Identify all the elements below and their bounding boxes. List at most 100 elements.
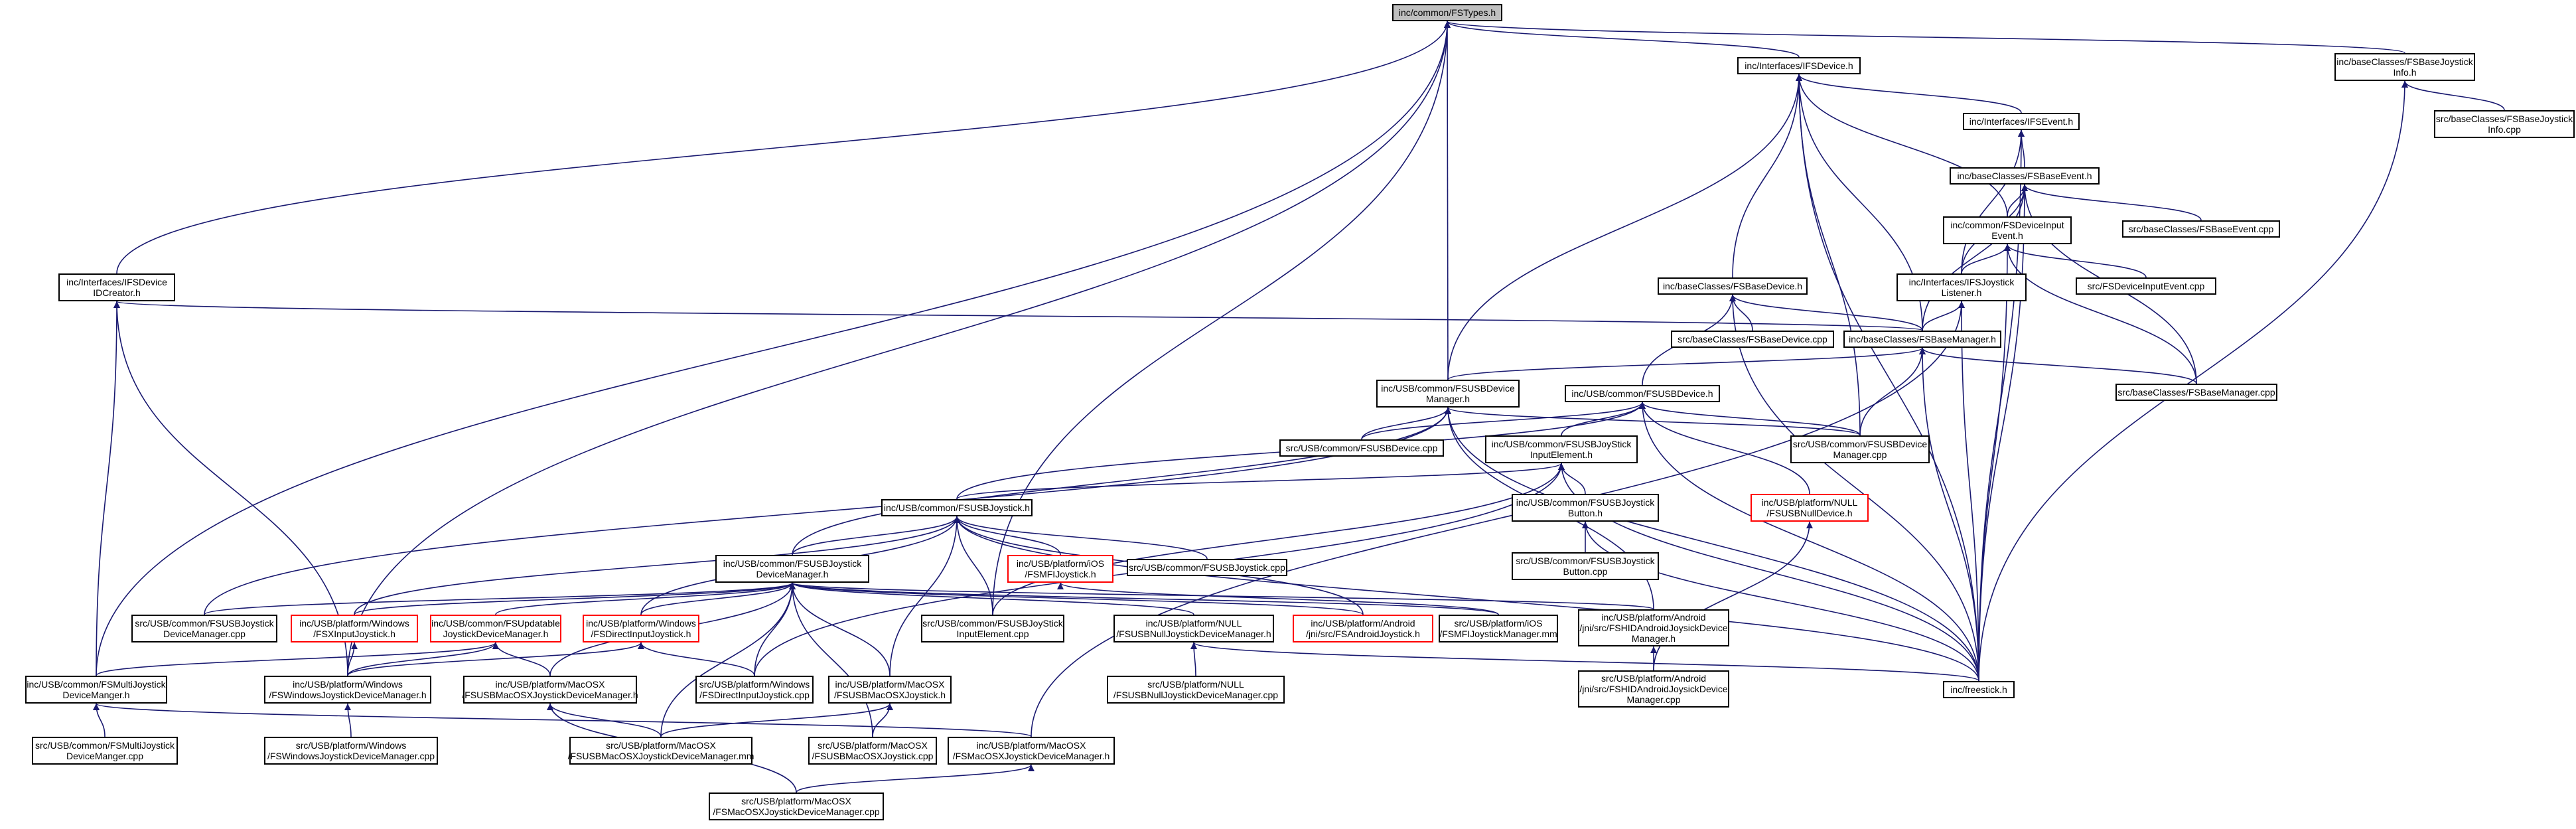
node-label: inc/USB/platform/Windows /FSWindowsJoyst… bbox=[269, 679, 427, 700]
edge-usbjsie_h-to-usbdev_h bbox=[1561, 402, 1646, 436]
node-fsbasejoystickinfo-h[interactable]: inc/baseClasses/FSBaseJoystick Info.h bbox=[2334, 53, 2475, 81]
node-label: inc/freestick.h bbox=[1950, 684, 2007, 695]
edge-mjdm_h-to-ifsdc bbox=[96, 301, 120, 676]
edge-ifsevent-to-ifsdevice bbox=[1796, 74, 2022, 113]
edge-usbjb_h-to-usbjsie_h bbox=[1558, 463, 1586, 494]
edge-winjdm_h-to-windi_h bbox=[347, 642, 644, 676]
edge-androidhid_cpp-to-nulldev_h bbox=[1653, 521, 1813, 671]
edge-bjinfo_cpp-to-bjinfo_h bbox=[2401, 80, 2505, 111]
node-label: inc/USB/common/FSUSBJoystick Button.h bbox=[1516, 497, 1655, 518]
node-fsusbjoystickdevicemanager-cpp[interactable]: src/USB/common/FSUSBJoystick DeviceManag… bbox=[131, 615, 277, 642]
node-fsxinputjoystick-h[interactable]: inc/USB/platform/Windows /FSXInputJoysti… bbox=[291, 615, 418, 642]
node-label: inc/USB/platform/MacOSX /FSMacOSXJoystic… bbox=[952, 740, 1110, 761]
node-fsusbjoystickinputelement-h[interactable]: inc/USB/common/FSUSBJoyStick InputElemen… bbox=[1485, 435, 1638, 463]
node-label: inc/USB/common/FSUSBDevice.h bbox=[1571, 388, 1713, 399]
node-fsupdatablejoystickdevicemanager-h[interactable]: inc/USB/common/FSUpdatable JoystickDevic… bbox=[430, 615, 561, 642]
node-ifsjoysticklistener-h[interactable]: inc/Interfaces/IFSJoystick Listener.h bbox=[1896, 273, 2027, 301]
node-fsbasemanager-cpp[interactable]: src/baseClasses/FSBaseManager.cpp bbox=[2115, 384, 2277, 401]
node-label: inc/Interfaces/IFSEvent.h bbox=[1969, 116, 2074, 127]
edge-iosmgr_mm-to-usbjdm_h bbox=[789, 582, 1499, 615]
node-fsbasemanager-h[interactable]: inc/baseClasses/FSBaseManager.h bbox=[1843, 331, 2001, 348]
edge-usbjsie_cpp-to-usbjsie_h bbox=[992, 463, 1565, 615]
node-label: inc/USB/common/FSUSBDevice Manager.h bbox=[1381, 383, 1515, 404]
node-ifsdeviceidcreator-h[interactable]: inc/Interfaces/IFSDevice IDCreator.h bbox=[58, 273, 175, 301]
edge-macjs_h-to-usbjdm_h bbox=[789, 582, 891, 676]
node-label: src/USB/platform/iOS /FSMFIJoystickManag… bbox=[1439, 618, 1557, 639]
edge-macjs_h-to-usbjs_h bbox=[889, 516, 960, 676]
edge-bmanager_h-to-bdevice_h bbox=[1729, 294, 1923, 331]
node-fswindowsjoystickdevicemanager-cpp[interactable]: src/USB/platform/Windows /FSWindowsJoyst… bbox=[264, 737, 438, 765]
node-fsdeviceinputevent-cpp[interactable]: src/FSDeviceInputEvent.cpp bbox=[2076, 277, 2216, 295]
node-label: inc/baseClasses/FSBaseManager.h bbox=[1849, 334, 1996, 344]
node-fsusbjoystickbutton-h[interactable]: inc/USB/common/FSUSBJoystick Button.h bbox=[1512, 494, 1659, 522]
node-label: inc/baseClasses/FSBaseJoystick Info.h bbox=[2336, 56, 2473, 78]
node-fsusbdevicemanager-h[interactable]: inc/USB/common/FSUSBDevice Manager.h bbox=[1376, 380, 1520, 408]
node-label: src/USB/common/FSUSBJoystick Button.cpp bbox=[1516, 556, 1655, 577]
edge-freestick-to-bmanager_h bbox=[1919, 347, 1979, 682]
node-label: inc/USB/platform/iOS /FSMFIJoystick.h bbox=[1016, 558, 1105, 579]
node-fsmultijoystickdevicemanger-h[interactable]: inc/USB/common/FSMultiJoystick DeviceMan… bbox=[25, 676, 167, 704]
edge-usbdev_cpp-to-usbdev_h bbox=[1361, 402, 1646, 440]
edge-usbjdm_cpp-to-usbdm_h bbox=[204, 407, 1451, 615]
node-fsusbnulljoystickdevicemanager-cpp[interactable]: src/USB/platform/NULL /FSUSBNullJoystick… bbox=[1107, 676, 1285, 704]
edge-devinput_h-to-ifsdevice bbox=[1796, 74, 2008, 217]
node-fsdeviceinputevent-h[interactable]: inc/common/FSDeviceInput Event.h bbox=[1943, 216, 2072, 244]
edge-macosxjdm_h-to-mjdm_h bbox=[93, 703, 1032, 737]
node-fsusbnulldevice-h[interactable]: inc/USB/platform/NULL /FSUSBNullDevice.h bbox=[1751, 494, 1869, 522]
node-fsusbnulljoystickdevicemanager-h[interactable]: inc/USB/platform/NULL /FSUSBNullJoystick… bbox=[1113, 615, 1274, 642]
node-fsmacosxjoystickdevicemanager-cpp[interactable]: src/USB/platform/MacOSX /FSMacOSXJoystic… bbox=[709, 792, 884, 820]
edge-devinput_cpp-to-devinput_h bbox=[2004, 244, 2147, 278]
node-fsusbmacosxjoystickdevicemanager-h[interactable]: inc/USB/platform/MacOSX /FSUSBMacOSXJoys… bbox=[462, 676, 638, 704]
node-fsmfijoystickmanager-mm[interactable]: src/USB/platform/iOS /FSMFIJoystickManag… bbox=[1439, 615, 1558, 642]
node-fsmfijoystick-h[interactable]: inc/USB/platform/iOS /FSMFIJoystick.h bbox=[1007, 555, 1113, 583]
node-fsbasejoystickinfo-cpp[interactable]: src/baseClasses/FSBaseJoystick Info.cpp bbox=[2434, 110, 2575, 138]
node-fsusbdevice-h[interactable]: inc/USB/common/FSUSBDevice.h bbox=[1565, 385, 1720, 402]
edge-usbdm_h-to-fstypes bbox=[1444, 21, 1451, 380]
node-fsusbjoystick-h[interactable]: inc/USB/common/FSUSBJoystick.h bbox=[881, 499, 1033, 516]
edge-nulljdm_h-to-usbjdm_h bbox=[789, 582, 1194, 615]
node-fsusbmacosxjoystick-h[interactable]: inc/USB/platform/MacOSX /FSUSBMacOSXJoys… bbox=[828, 676, 952, 704]
node-label: src/USB/platform/NULL /FSUSBNullJoystick… bbox=[1113, 679, 1279, 700]
edge-macjs_cpp-to-usbjdm_h bbox=[789, 582, 873, 737]
node-fshidandroidjoysickdevicemanager-cpp[interactable]: src/USB/platform/Android /jni/src/FSHIDA… bbox=[1578, 670, 1729, 708]
edge-macjdm_mm-to-macjdm_h bbox=[547, 703, 662, 737]
node-freestick-h[interactable]: inc/freestick.h bbox=[1943, 681, 2015, 698]
edge-winjdm_h-to-upd_h bbox=[347, 642, 499, 676]
node-label: src/FSDeviceInputEvent.cpp bbox=[2087, 281, 2205, 291]
node-fsusbjoystickbutton-cpp[interactable]: src/USB/common/FSUSBJoystick Button.cpp bbox=[1512, 552, 1659, 580]
node-fsbasedevice-cpp[interactable]: src/baseClasses/FSBaseDevice.cpp bbox=[1671, 331, 1834, 348]
node-ifsevent-h[interactable]: inc/Interfaces/IFSEvent.h bbox=[1963, 113, 2080, 130]
edge-bmanager_cpp-to-devinput_h bbox=[2004, 244, 2197, 384]
node-label: src/USB/common/FSUSBJoyStick InputElemen… bbox=[922, 618, 1063, 639]
node-fsdirectinputjoystick-cpp[interactable]: src/USB/platform/Windows /FSDirectInputJ… bbox=[695, 676, 814, 704]
node-fstypes-h[interactable]: inc/common/FSTypes.h bbox=[1392, 4, 1502, 21]
node-fsmacosxjoystickdevicemanager-h[interactable]: inc/USB/platform/MacOSX /FSMacOSXJoystic… bbox=[948, 737, 1115, 765]
node-fsusbjoystickinputelement-cpp[interactable]: src/USB/common/FSUSBJoyStick InputElemen… bbox=[921, 615, 1064, 642]
edge-bevent_h-to-ifsevent bbox=[2018, 129, 2025, 168]
edge-bmanager_h-to-ifsdc bbox=[114, 301, 1923, 331]
node-fsbaseevent-cpp[interactable]: src/baseClasses/FSBaseEvent.cpp bbox=[2122, 220, 2280, 238]
node-fsusbdevicemanager-cpp[interactable]: src/USB/common/FSUSBDevice Manager.cpp bbox=[1790, 435, 1930, 463]
node-fswindowsjoystickdevicemanager-h[interactable]: inc/USB/platform/Windows /FSWindowsJoyst… bbox=[264, 676, 431, 704]
node-fsmultijoystickdevicemanger-cpp[interactable]: src/USB/common/FSMultiJoystick DeviceMan… bbox=[32, 737, 178, 765]
node-label: src/USB/common/FSUSBDevice Manager.cpp bbox=[1792, 439, 1928, 460]
node-fshidandroidjoysickdevicemanager-h[interactable]: inc/USB/platform/Android /jni/src/FSHIDA… bbox=[1578, 609, 1729, 646]
node-ifsdevice-h[interactable]: inc/Interfaces/IFSDevice.h bbox=[1737, 57, 1861, 74]
node-label: inc/USB/platform/Android /jni/src/FSHIDA… bbox=[1579, 612, 1728, 644]
node-label: inc/USB/common/FSUSBJoystick.h bbox=[883, 502, 1031, 513]
edge-usbdm_cpp-to-usbdm_h bbox=[1445, 407, 1861, 436]
node-fsandroidjoystick-h[interactable]: inc/USB/platform/Android /jni/src/FSAndr… bbox=[1293, 615, 1433, 642]
node-fsbasedevice-h[interactable]: inc/baseClasses/FSBaseDevice.h bbox=[1658, 277, 1808, 295]
node-fsusbmacosxjoystick-cpp[interactable]: src/USB/platform/MacOSX /FSUSBMacOSXJoys… bbox=[808, 737, 937, 765]
edge-usbjdm_h-to-usbjs_h bbox=[792, 516, 960, 556]
edge-bjinfo_h-to-fstypes bbox=[1444, 21, 2405, 54]
node-fsusbjoystick-cpp[interactable]: src/USB/common/FSUSBJoystick.cpp bbox=[1127, 559, 1287, 576]
node-fsdirectinputjoystick-h[interactable]: inc/USB/platform/Windows /FSDirectInputJ… bbox=[583, 615, 699, 642]
node-fsusbjoystickdevicemanager-h[interactable]: inc/USB/common/FSUSBJoystick DeviceManag… bbox=[715, 555, 869, 583]
node-label: src/USB/platform/Windows /FSDirectInputJ… bbox=[699, 679, 810, 700]
node-fsusbdevice-cpp[interactable]: src/USB/common/FSUSBDevice.cpp bbox=[1279, 439, 1444, 457]
node-fsusbmacosxjoystickdevicemanager-mm[interactable]: src/USB/platform/MacOSX /FSUSBMacOSXJoys… bbox=[568, 737, 754, 765]
node-fsbaseevent-h[interactable]: inc/baseClasses/FSBaseEvent.h bbox=[1950, 167, 2100, 185]
node-label: src/baseClasses/FSBaseEvent.cpp bbox=[2128, 224, 2274, 234]
